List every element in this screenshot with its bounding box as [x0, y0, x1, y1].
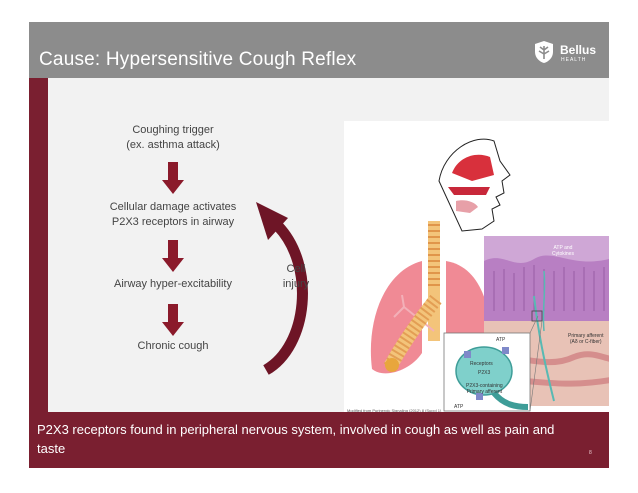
step-cellular-damage-line2: P2X3 receptors in airway — [98, 215, 248, 230]
p2x3-label: P2X3 — [478, 370, 490, 376]
logo-wordmark: Bellus — [560, 43, 596, 57]
shield-leaf-icon — [533, 40, 555, 64]
slide-header: Cause: Hypersensitive Cough Reflex Bellu… — [29, 22, 609, 78]
atp-top-label: ATP — [496, 337, 505, 343]
p2x3-containing-line2: Primary afferent — [466, 389, 503, 395]
step-hyper-excitability: Airway hyper-excitability — [98, 277, 248, 292]
cell-injury-label: Cell injury — [276, 262, 316, 292]
logo-subtitle: HEALTH — [561, 57, 586, 63]
cell-injury-line2: injury — [276, 277, 316, 292]
bellus-logo: Bellus HEALTH — [533, 40, 603, 66]
atp-cytokines-line2: Cytokines — [552, 251, 574, 257]
down-arrow-icon — [162, 240, 184, 272]
anatomy-figure: ATP and Cytokines Primary afferent (Aδ o… — [344, 121, 609, 417]
atp-bottom-label: ATP — [454, 404, 463, 410]
receptors-label: Receptors — [470, 361, 493, 367]
primary-afferent-line2: (Aδ or C-fiber) — [568, 339, 603, 345]
primary-afferent-label: Primary afferent (Aδ or C-fiber) — [568, 333, 603, 345]
step-cellular-damage-line1: Cellular damage activates — [98, 200, 248, 215]
slide-title: Cause: Hypersensitive Cough Reflex — [39, 49, 356, 71]
step-coughing-trigger-line1: Coughing trigger — [108, 123, 238, 138]
step-coughing-trigger-line2: (ex. asthma attack) — [108, 138, 238, 153]
step-chronic-cough: Chronic cough — [108, 339, 238, 354]
airway-illustration — [344, 121, 609, 417]
cell-injury-line1: Cell — [276, 262, 316, 277]
down-arrow-icon — [162, 162, 184, 194]
down-arrow-icon — [162, 304, 184, 336]
slide-footer: P2X3 receptors found in peripheral nervo… — [29, 412, 609, 468]
step-cellular-damage: Cellular damage activates P2X3 receptors… — [98, 200, 248, 230]
slide: Cause: Hypersensitive Cough Reflex Bellu… — [29, 22, 609, 468]
accent-side-bar — [29, 78, 48, 412]
step-coughing-trigger: Coughing trigger (ex. asthma attack) — [108, 123, 238, 153]
p2x3-containing-label: P2X3-containing Primary afferent — [466, 383, 503, 395]
footer-text: P2X3 receptors found in peripheral nervo… — [37, 420, 577, 458]
page-number: 8 — [589, 450, 592, 456]
atp-cytokines-label: ATP and Cytokines — [552, 245, 574, 257]
